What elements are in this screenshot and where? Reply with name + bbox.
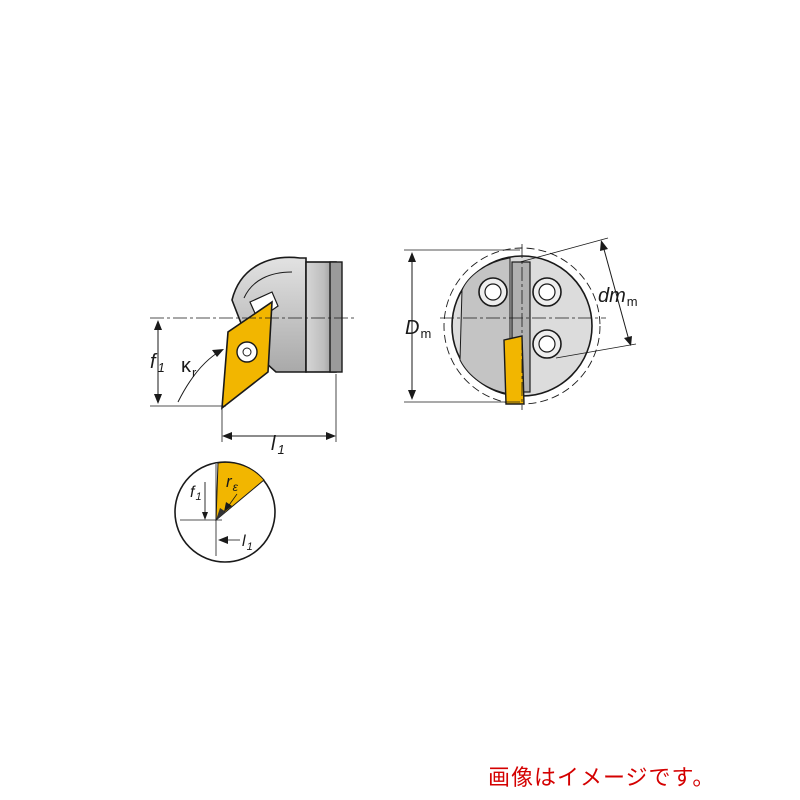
image-disclaimer-caption: 画像はイメージです。 bbox=[488, 766, 716, 791]
arrow-down-icon bbox=[408, 390, 416, 400]
arrow-down-icon bbox=[624, 336, 632, 346]
insert-end bbox=[503, 335, 525, 405]
label-dmm: dmm bbox=[598, 285, 638, 309]
extension-dmm-bottom bbox=[555, 343, 637, 359]
end-view: Dm dmm bbox=[404, 237, 638, 410]
detail-label-f1: f1 bbox=[190, 484, 202, 503]
bolt-hole-1 bbox=[478, 277, 508, 307]
arrow-down-icon bbox=[202, 512, 208, 520]
detail-re-leader bbox=[226, 493, 238, 509]
arrow-left-icon bbox=[218, 536, 228, 544]
holder-flange bbox=[329, 261, 343, 373]
arrow-up-icon bbox=[600, 240, 608, 251]
insert-screw-center bbox=[242, 347, 252, 357]
arrow-left-icon bbox=[222, 432, 232, 440]
arrow-down-icon bbox=[154, 394, 162, 404]
extension-dmm-top bbox=[519, 237, 609, 263]
arrow-right-icon bbox=[212, 349, 224, 357]
label-kappa-r: κr bbox=[181, 355, 197, 380]
detail-insert-tip bbox=[216, 508, 226, 520]
face-left-region bbox=[459, 257, 511, 395]
holder-neck-edge bbox=[243, 271, 293, 299]
arrow-up-icon bbox=[408, 252, 416, 262]
detail-label-l1: l1 bbox=[242, 533, 253, 553]
label-dm: Dm bbox=[405, 317, 431, 341]
arrow-right-icon bbox=[326, 432, 336, 440]
arrow-up-icon bbox=[154, 320, 162, 330]
dimension-dmm-line bbox=[601, 241, 631, 345]
bolt-hole-2 bbox=[532, 277, 562, 307]
detail-label-re: rε bbox=[226, 472, 239, 494]
detail-view: f1 rε l1 bbox=[174, 461, 276, 563]
bolt-hole-3 bbox=[532, 329, 562, 359]
